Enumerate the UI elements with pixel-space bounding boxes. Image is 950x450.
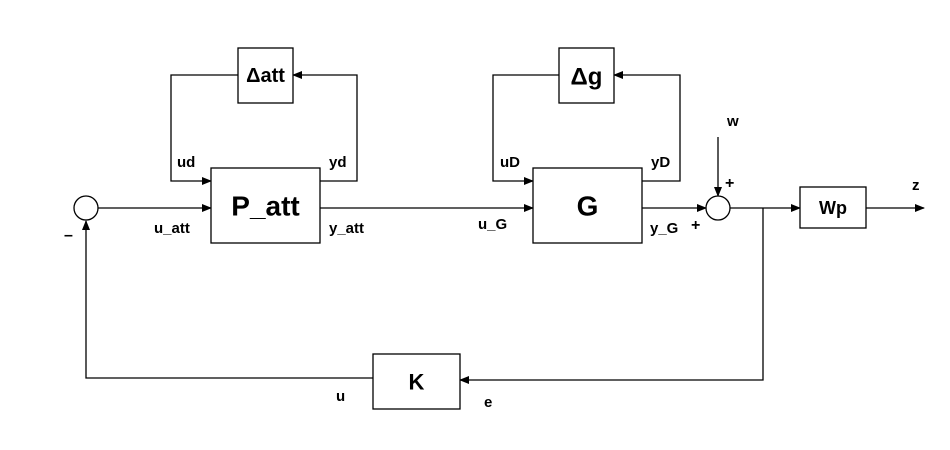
wire-e-to-k: [459, 208, 764, 384]
disturbance-plus-sign: +: [725, 175, 734, 192]
signal-label-uD: uD: [500, 154, 520, 171]
signal-label-y-att: y_att: [329, 220, 364, 237]
wire-k-to-sum: [82, 220, 373, 379]
signal-label-u-att: u_att: [154, 220, 190, 237]
block-delta-g-label: Δg: [571, 64, 603, 91]
feedback-minus-sign: –: [64, 227, 73, 244]
signal-label-yd: yd: [329, 154, 347, 171]
block-delta-att-label: Δatt: [246, 65, 285, 87]
signal-label-w: w: [726, 113, 739, 130]
signal-label-ud: ud: [177, 154, 195, 171]
block-g-label: G: [577, 191, 599, 222]
signal-label-yD: yD: [651, 154, 670, 171]
block-p-att: P_att: [210, 167, 321, 244]
wire-delta-g-to-uD: [492, 74, 559, 185]
block-k-label: K: [409, 370, 425, 395]
block-delta-g: Δg: [558, 47, 615, 104]
input-summing-junction: [73, 195, 99, 221]
block-wp: Wp: [799, 186, 867, 229]
signal-label-y-G: y_G: [650, 220, 678, 237]
block-delta-att: Δatt: [237, 47, 294, 104]
signal-label-e: e: [484, 394, 492, 411]
signal-label-u-G: u_G: [478, 216, 507, 233]
wire-delta-att-to-ud: [170, 74, 238, 185]
block-k: K: [372, 353, 461, 410]
block-g: G: [532, 167, 643, 244]
wire-yd-to-delta-att: [292, 71, 358, 182]
output-summing-junction: [705, 195, 731, 221]
plant-plus-sign: +: [691, 217, 700, 234]
signal-label-u: u: [336, 388, 345, 405]
wire-yD-to-delta-g: [613, 71, 681, 182]
block-wp-label: Wp: [819, 198, 847, 218]
signal-label-z: z: [912, 177, 920, 194]
block-p-att-label: P_att: [231, 191, 299, 222]
